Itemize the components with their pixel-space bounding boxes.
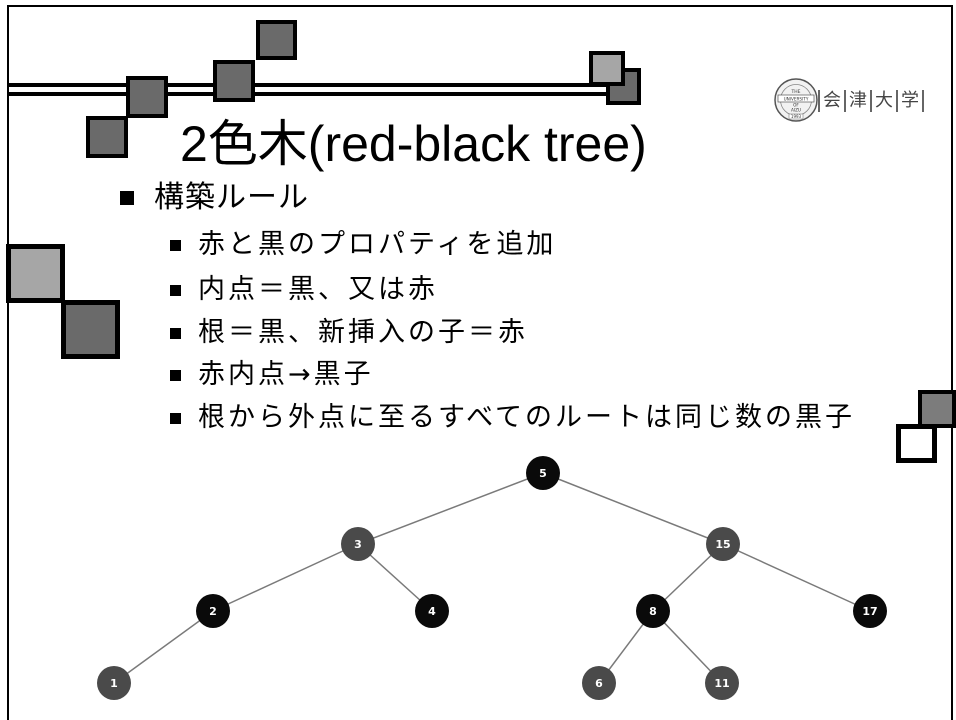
seal-banner xyxy=(777,94,815,103)
bullet-marker xyxy=(120,191,134,205)
bullet-level2: 赤と黒のプロパティを追加 xyxy=(170,228,556,262)
bullet-level2: 内点＝黒、又は赤 xyxy=(170,273,438,307)
seal-text: 1993 xyxy=(791,114,802,119)
bullet-level2: 赤内点→黒子 xyxy=(170,358,374,392)
decor-square xyxy=(918,390,956,428)
bullet-text: 赤内点→黒子 xyxy=(198,359,374,390)
seal-year-box xyxy=(788,113,804,120)
bullet-level2: 根から外点に至るすべてのルートは同じ数の黒子 xyxy=(170,401,855,435)
university-name-logo: 会 津 大 学 xyxy=(818,88,924,114)
bullet-marker xyxy=(170,412,181,424)
bullet-text: 構築ルール xyxy=(154,180,309,215)
seal-text: UNIVERSITY xyxy=(784,97,809,102)
decor-line-bottom xyxy=(8,92,606,96)
logo-char: 大 xyxy=(870,90,896,112)
slide-frame xyxy=(7,5,953,720)
decor-square xyxy=(213,60,255,102)
seal-text: THE xyxy=(791,89,801,95)
decor-square xyxy=(256,20,297,60)
seal-text: OF xyxy=(793,103,799,108)
university-seal-logo: THE UNIVERSITY OF AIZU 1993 xyxy=(774,78,818,122)
bullet-text: 内点＝黒、又は赤 xyxy=(198,274,438,305)
decor-square xyxy=(86,116,128,158)
logo-char: 会 xyxy=(818,90,844,112)
decor-square xyxy=(61,300,120,359)
bullet-text: 根から外点に至るすべてのルートは同じ数の黒子 xyxy=(198,402,856,433)
seal-text: AIZU xyxy=(791,108,801,113)
bullet-text: 根＝黒、新挿入の子＝赤 xyxy=(198,317,528,348)
bullet-level1: 構築ルール xyxy=(120,180,309,216)
decor-square xyxy=(126,76,168,118)
logo-char: 津 xyxy=(844,90,870,112)
bullet-marker xyxy=(170,239,181,251)
decor-line-top xyxy=(8,83,606,87)
bullet-marker xyxy=(170,369,181,381)
decor-square xyxy=(896,424,937,463)
logo-char: 学 xyxy=(896,90,924,112)
slide-title: 2色木(red-black tree) xyxy=(180,116,647,172)
decor-square xyxy=(6,244,65,303)
bullet-text: 赤と黒のプロパティを追加 xyxy=(198,229,557,260)
bullet-level2: 根＝黒、新挿入の子＝赤 xyxy=(170,316,528,350)
bullet-marker xyxy=(170,327,181,339)
decor-square xyxy=(589,51,625,86)
bullet-marker xyxy=(170,284,181,296)
